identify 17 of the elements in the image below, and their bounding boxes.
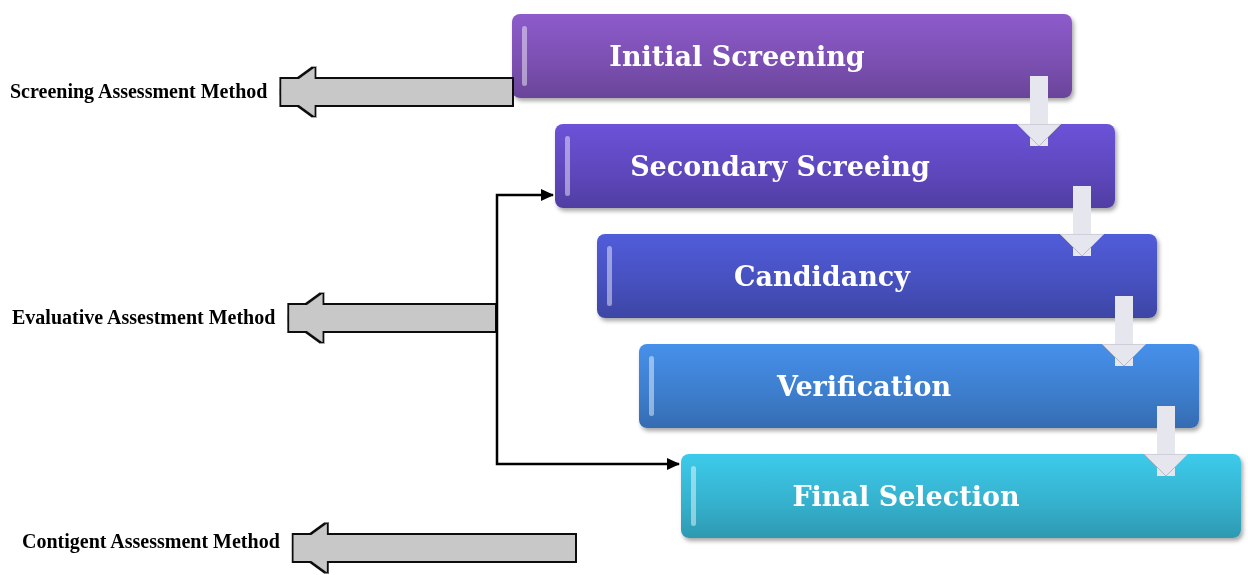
process-box: Initial Screening xyxy=(512,14,1072,98)
method-label: Evaluative Assestment Method xyxy=(12,306,276,329)
block-arrow xyxy=(1143,406,1189,477)
bracket-arrow xyxy=(495,318,680,470)
method-label: Contigent Assessment Method xyxy=(22,530,280,553)
method-label: Screening Assessment Method xyxy=(10,80,268,103)
block-arrow xyxy=(293,524,575,572)
block-arrow xyxy=(289,294,495,342)
process-box: Candidancy xyxy=(597,234,1157,318)
block-arrow xyxy=(1059,186,1105,257)
block-arrow xyxy=(1016,76,1062,147)
bracket-arrow xyxy=(495,189,554,318)
process-box: Verification xyxy=(639,344,1199,428)
block-arrow xyxy=(281,68,512,116)
process-box: Secondary Screeing xyxy=(555,124,1115,208)
block-arrow xyxy=(1101,296,1147,367)
process-box: Final Selection xyxy=(681,454,1241,538)
